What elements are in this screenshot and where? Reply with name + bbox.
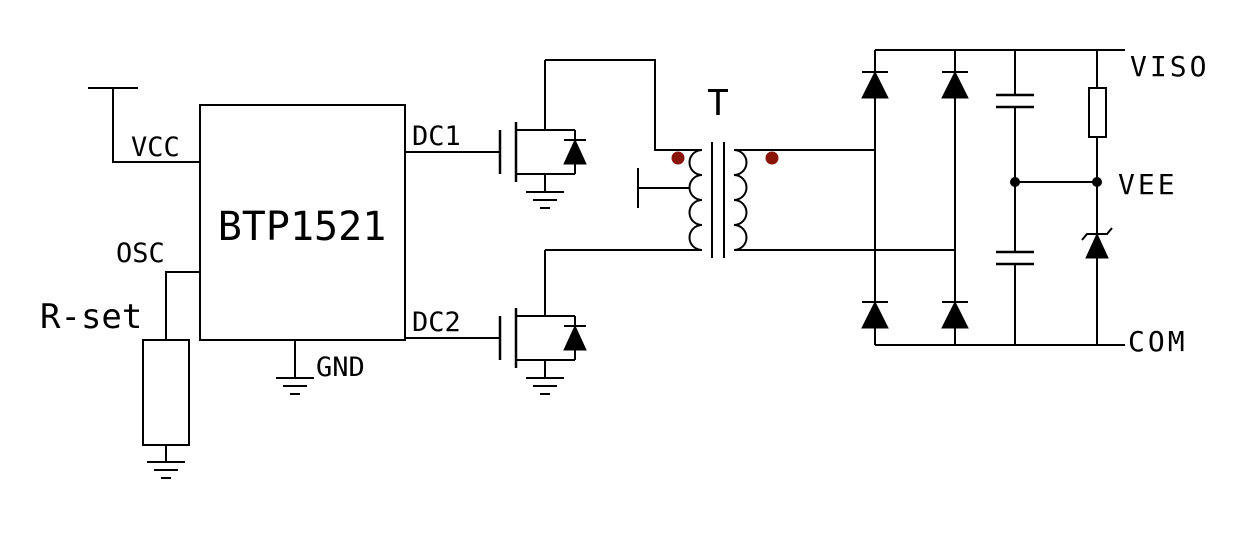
body-diode-icon-upper [563, 130, 587, 174]
ground-symbol-mosfet-lower [525, 377, 565, 395]
dc2-pin-label: DC2 [412, 307, 461, 338]
vcc-rail-symbol [88, 87, 200, 163]
dc1-pin-label: DC1 [412, 121, 461, 152]
gnd-pin-label: GND [316, 352, 365, 383]
polarity-dot-primary [671, 151, 685, 165]
com-net-label: COM [1128, 325, 1188, 358]
diode-icon-left-bottom [861, 300, 889, 329]
vee-rail [1010, 177, 1102, 187]
filter-cap-lower [996, 182, 1034, 345]
junction-dot-zener [1092, 177, 1102, 187]
filter-cap-upper [996, 50, 1034, 182]
transformer [545, 59, 955, 258]
osc-net [165, 271, 200, 340]
transformer-label: T [707, 83, 729, 124]
junction-dot-cap [1010, 177, 1020, 187]
osc-pin-label: OSC [116, 238, 165, 269]
viso-net-label: VISO [1130, 50, 1209, 83]
vee-net-label: VEE [1118, 168, 1178, 201]
diode-icon-right-top [941, 70, 969, 99]
output-resistor [1088, 50, 1107, 182]
ic-part-number: BTP1521 [218, 204, 387, 250]
transformer-core [711, 142, 725, 258]
center-tap-rail [637, 168, 690, 208]
diode-icon-right-bottom [941, 300, 969, 329]
rset-resistor [142, 339, 190, 462]
primary-top-lead [545, 59, 702, 151]
polarity-dot-secondary [765, 151, 779, 165]
mosfet-lower [498, 250, 587, 378]
secondary-winding [733, 149, 748, 251]
diode-icon-left-top [861, 70, 889, 99]
ground-symbol-ic [275, 377, 315, 395]
zener-diode-icon [1081, 182, 1113, 345]
ground-symbol-rset [146, 461, 186, 479]
mosfet-upper [498, 60, 587, 192]
rset-label: R-set [40, 297, 142, 337]
primary-winding [688, 149, 703, 251]
ic-box: BTP1521 [199, 104, 406, 341]
bridge-rectifier [861, 49, 1125, 346]
body-diode-icon-lower [563, 316, 587, 360]
vcc-pin-label: VCC [131, 132, 180, 163]
ground-symbol-mosfet-upper [525, 191, 565, 209]
